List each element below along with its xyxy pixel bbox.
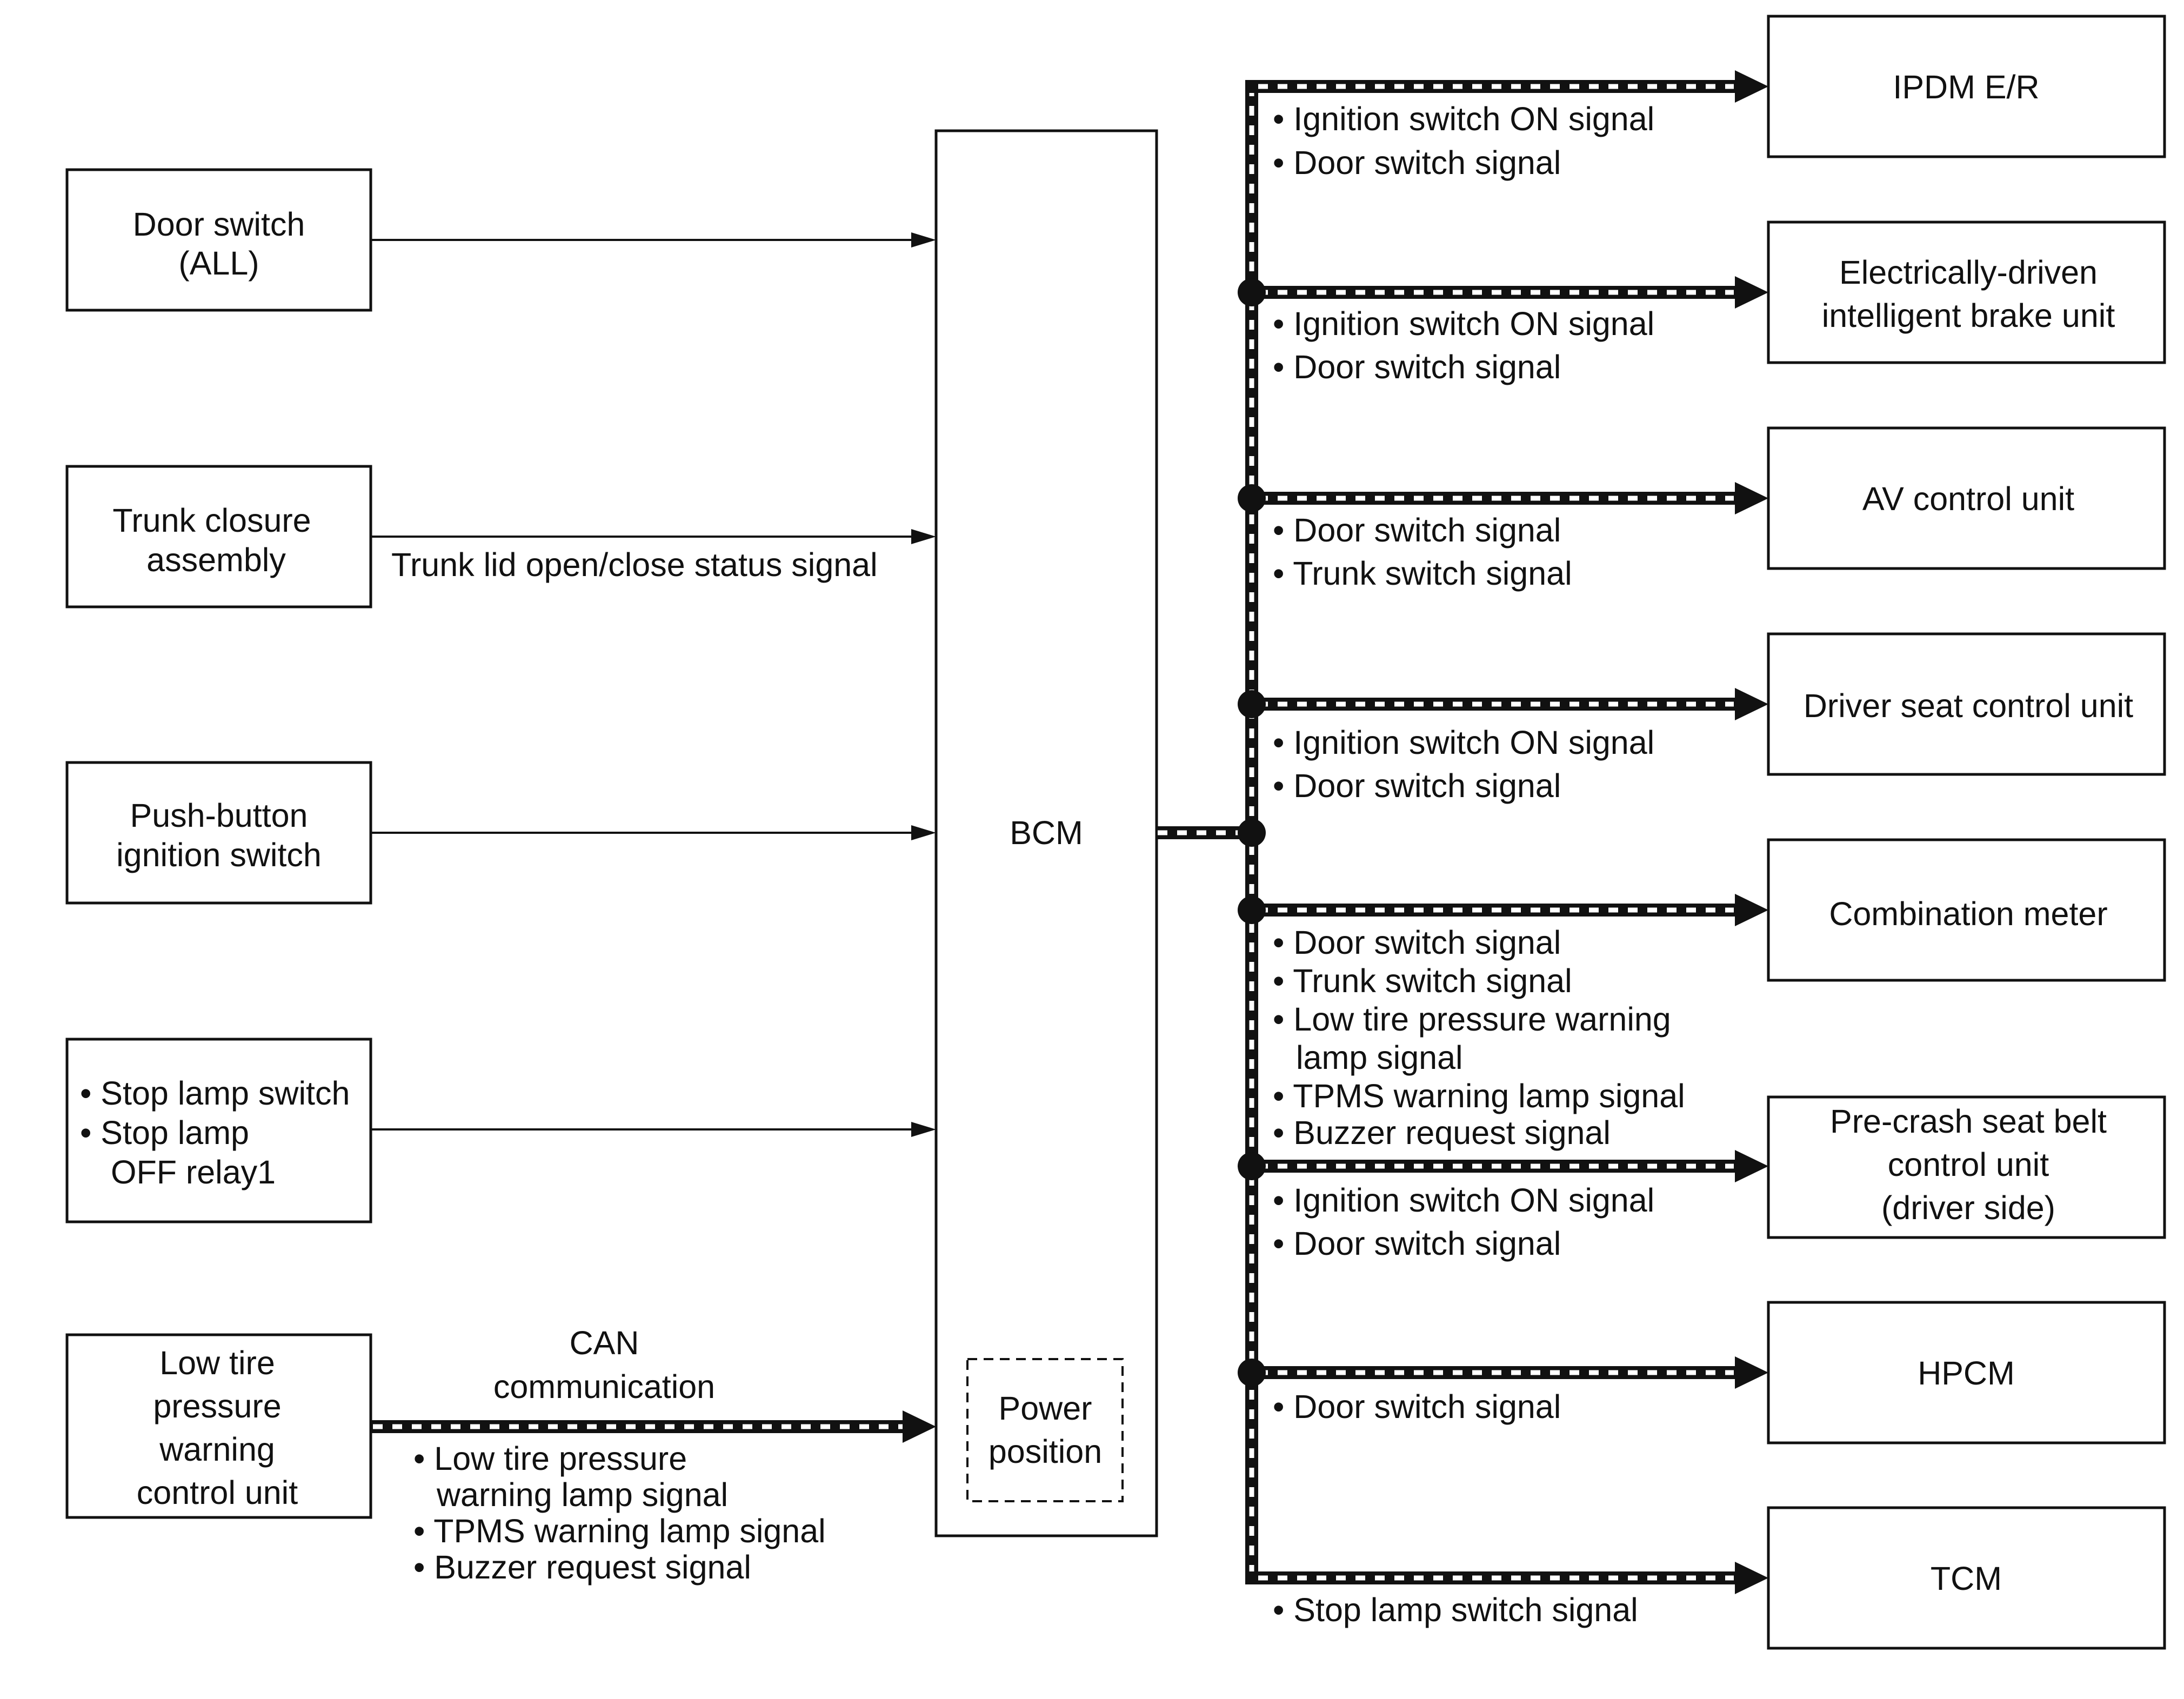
input-arrow-push-button — [371, 825, 936, 840]
precrash-label-2: control unit — [1888, 1146, 2049, 1183]
precrash-label-3: (driver side) — [1881, 1189, 2055, 1226]
bus-node-meter — [1238, 896, 1266, 924]
low-tire-box: Low tire pressure warning control unit — [65, 1333, 372, 1519]
stop-lamp-label-3: OFF relay1 — [111, 1154, 276, 1190]
bus-node-precrash — [1238, 1152, 1266, 1180]
can-branch-hpcm — [1238, 1356, 1768, 1389]
low-tire-label-2: pressure — [153, 1388, 281, 1424]
power-position-label-2: position — [989, 1433, 1102, 1470]
meter-label: Combination meter — [1829, 895, 2107, 932]
push-button-label-2: ignition switch — [116, 837, 322, 873]
bus-node-av — [1238, 484, 1266, 512]
av-label: AV control unit — [1862, 480, 2074, 517]
input-arrow-door — [371, 232, 936, 248]
ipdm-box: IPDM E/R — [1767, 15, 2166, 158]
power-position-label-1: Power — [999, 1390, 1092, 1427]
power-position-box: Power position — [966, 1358, 1124, 1502]
ipdm-signal-1: • Ignition switch ON signal — [1273, 101, 1654, 137]
bus-node-brake — [1238, 278, 1266, 306]
low-tire-label-1: Low tire — [159, 1345, 275, 1381]
can-bus-trunk — [1157, 81, 1258, 1583]
av-signal-1: • Door switch signal — [1273, 512, 1561, 549]
precrash-label-1: Pre-crash seat belt — [1830, 1103, 2107, 1140]
bus-node-bcm — [1238, 819, 1266, 847]
push-button-box: Push-button ignition switch — [65, 761, 372, 905]
brake-signal-1: • Ignition switch ON signal — [1273, 305, 1654, 342]
brake-label-1: Electrically-driven — [1839, 254, 2098, 291]
stop-lamp-label-1: • Stop lamp switch — [80, 1075, 350, 1112]
tcm-box: TCM — [1767, 1506, 2166, 1650]
precrash-box: Pre-crash seat belt control unit (driver… — [1767, 1095, 2166, 1239]
can-branch-brake — [1238, 276, 1768, 309]
trunk-closure-box: Trunk closure assembly — [65, 465, 372, 608]
can-label-1: CAN — [570, 1325, 639, 1361]
can-branch-precrash — [1238, 1150, 1768, 1182]
seat-signal-1: • Ignition switch ON signal — [1273, 724, 1654, 761]
meter-signal-3: • Low tire pressure warning — [1273, 1001, 1671, 1038]
av-box: AV control unit — [1767, 426, 2166, 570]
bcm-box: BCM — [934, 129, 1158, 1537]
can-branch-tcm — [1245, 1562, 1768, 1594]
can-branch-ipdm — [1245, 70, 1768, 103]
seat-label: Driver seat control unit — [1804, 687, 2133, 724]
input-arrow-trunk — [371, 529, 936, 544]
tcm-label: TCM — [1931, 1560, 2002, 1597]
brake-label-2: intelligent brake unit — [1822, 297, 2115, 334]
trunk-signal-label: Trunk lid open/close status signal — [391, 546, 878, 583]
meter-signal-6: • Buzzer request signal — [1273, 1114, 1611, 1151]
bcm-label: BCM — [1010, 814, 1083, 851]
door-switch-label-2: (ALL) — [178, 245, 259, 282]
av-signal-2: • Trunk switch signal — [1273, 555, 1572, 592]
hpcm-box: HPCM — [1767, 1301, 2166, 1444]
hpcm-label: HPCM — [1918, 1355, 2015, 1392]
brake-box: Electrically-driven intelligent brake un… — [1767, 220, 2166, 364]
hpcm-signal-1: • Door switch signal — [1273, 1388, 1561, 1425]
low-tire-label-3: warning — [159, 1431, 275, 1468]
bus-node-seat — [1238, 690, 1266, 718]
can-branch-meter — [1238, 894, 1768, 926]
seat-box: Driver seat control unit — [1767, 632, 2166, 776]
meter-signal-2: • Trunk switch signal — [1273, 962, 1572, 999]
can-branch-av — [1238, 482, 1768, 514]
push-button-label-1: Push-button — [130, 797, 308, 834]
stop-lamp-label-2: • Stop lamp — [80, 1114, 249, 1151]
meter-signal-4: lamp signal — [1296, 1039, 1463, 1076]
ipdm-signal-2: • Door switch signal — [1273, 144, 1561, 181]
meter-signal-1: • Door switch signal — [1273, 924, 1561, 961]
low-tire-signal-2: warning lamp signal — [436, 1476, 728, 1513]
input-can-low-tire — [371, 1410, 936, 1443]
trunk-closure-label-1: Trunk closure — [112, 502, 311, 539]
meter-signal-5: • TPMS warning lamp signal — [1273, 1078, 1685, 1114]
trunk-closure-label-2: assembly — [146, 541, 286, 578]
tcm-signal-1: • Stop lamp switch signal — [1273, 1591, 1638, 1628]
meter-box: Combination meter — [1767, 838, 2166, 982]
can-label-2: communication — [493, 1368, 715, 1405]
low-tire-signal-4: • Buzzer request signal — [413, 1549, 751, 1586]
precrash-signal-2: • Door switch signal — [1273, 1225, 1561, 1262]
door-switch-box: Door switch (ALL) — [65, 168, 372, 312]
bus-node-hpcm — [1238, 1359, 1266, 1387]
low-tire-signal-1: • Low tire pressure — [413, 1440, 687, 1477]
stop-lamp-box: • Stop lamp switch • Stop lamp OFF relay… — [65, 1038, 372, 1223]
input-arrow-stop-lamp — [371, 1122, 936, 1137]
precrash-signal-1: • Ignition switch ON signal — [1273, 1182, 1654, 1219]
low-tire-label-4: control unit — [137, 1474, 298, 1511]
low-tire-signal-3: • TPMS warning lamp signal — [413, 1513, 826, 1549]
ipdm-label: IPDM E/R — [1893, 69, 2039, 105]
seat-signal-2: • Door switch signal — [1273, 767, 1561, 804]
door-switch-label-1: Door switch — [133, 206, 305, 243]
brake-signal-2: • Door switch signal — [1273, 349, 1561, 385]
can-branch-seat — [1238, 688, 1768, 720]
